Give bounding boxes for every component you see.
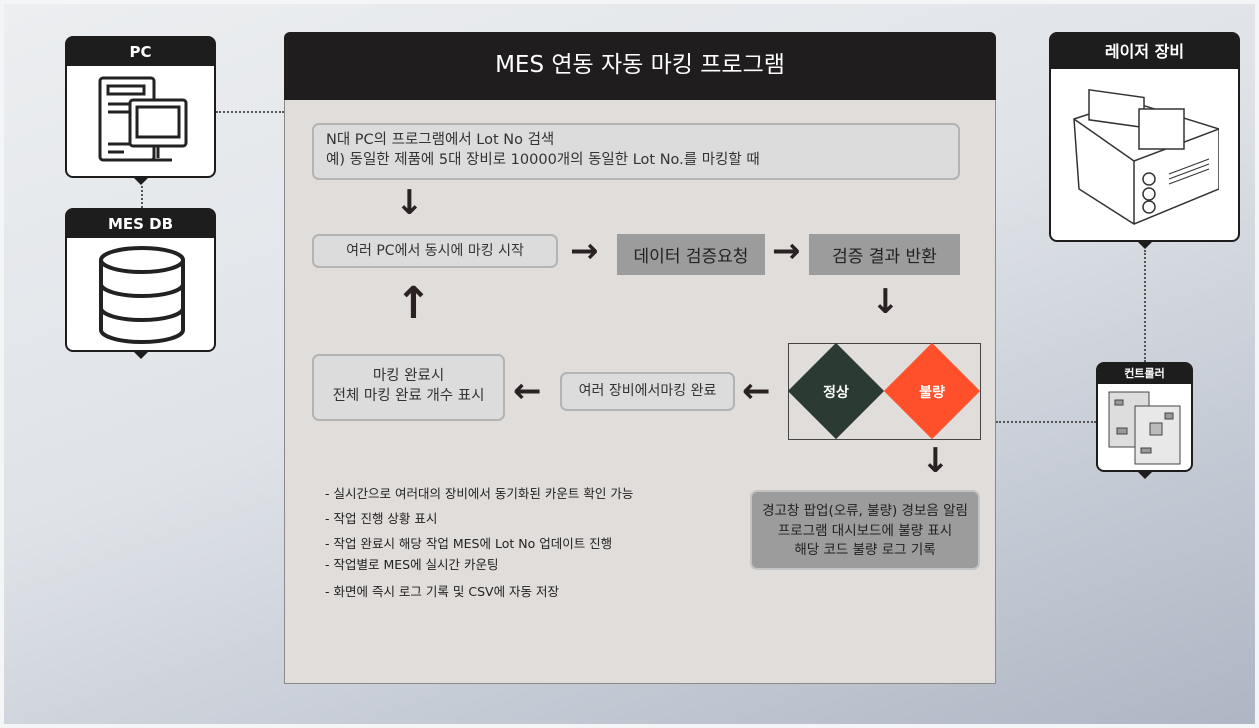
main-title: MES 연동 자동 마킹 프로그램 xyxy=(284,32,996,100)
arrow-up-icon: ↑ xyxy=(395,278,432,329)
warning-line1: 경고창 팝업(오류, 불량) 경보음 알림 xyxy=(762,503,968,519)
feature-notes: - 실시간으로 여러대의 장비에서 동기화된 카운트 확인 가능 - 작업 진행… xyxy=(325,483,633,606)
note-item: - 화면에 즉시 로그 기록 및 CSV에 자동 저장 xyxy=(325,584,560,599)
warning-line2: 프로그램 대시보드에 불량 표시 xyxy=(777,522,953,539)
main-controller-connector xyxy=(996,421,1096,423)
pc-db-connector xyxy=(141,186,143,208)
circuit-board-icon xyxy=(1108,391,1181,465)
arrow-left-icon: ← xyxy=(742,371,771,411)
arrow-left-icon: ← xyxy=(513,371,542,411)
pc-title: PC xyxy=(67,38,214,66)
status-ok-label: 정상 xyxy=(823,385,849,401)
warning-box: 경고창 팝업(오류, 불량) 경보음 알림 프로그램 대시보드에 불량 표시 해… xyxy=(750,490,980,570)
laser-machine-icon xyxy=(1073,88,1219,225)
status-bad-label: 불량 xyxy=(919,385,945,401)
verify-result-box: 검증 결과 반환 xyxy=(809,234,960,275)
controller-card: 컨트롤러 xyxy=(1096,362,1193,479)
note-item: - 실시간으로 여러대의 장비에서 동기화된 카운트 확인 가능 xyxy=(325,486,634,501)
warning-line3: 해당 코드 불량 로그 기록 xyxy=(794,542,936,559)
marking-complete-line2: 전체 마킹 완료 개수 표시 xyxy=(332,387,485,404)
laser-title: 레이저 장비 xyxy=(1051,34,1238,69)
lot-search-line2: 예) 동일한 제품에 5대 장비로 10000개의 동일한 Lot No.를 마… xyxy=(326,151,760,168)
arrow-down-icon: ↓ xyxy=(921,441,950,481)
verify-request-box: 데이터 검증요청 xyxy=(617,234,765,275)
laser-controller-connector xyxy=(1144,250,1146,362)
note-item: - 작업별로 MES에 실시간 카운팅 xyxy=(325,557,499,572)
database-icon xyxy=(99,246,185,344)
lot-search-box: N대 PC의 프로그램에서 Lot No 검색 예) 동일한 제품에 5대 장비… xyxy=(312,123,960,180)
arrow-down-icon: ↓ xyxy=(395,183,424,223)
controller-title: 컨트롤러 xyxy=(1098,364,1191,384)
arrow-right-icon: → xyxy=(772,231,801,271)
mesdb-title: MES DB xyxy=(67,210,214,238)
computer-icon xyxy=(98,76,188,162)
note-item: - 작업 완료시 해당 작업 MES에 Lot No 업데이트 진행 xyxy=(325,536,613,551)
start-marking-box: 여러 PC에서 동시에 마킹 시작 xyxy=(312,234,558,268)
note-item: - 작업 진행 상황 표시 xyxy=(325,511,438,526)
mesdb-card: MES DB xyxy=(65,208,216,359)
pc-main-connector xyxy=(216,111,284,113)
arrow-down-icon: ↓ xyxy=(871,282,900,322)
laser-card: 레이저 장비 xyxy=(1049,32,1240,249)
devices-done-box: 여러 장비에서마킹 완료 xyxy=(560,372,735,411)
marking-complete-box: 마킹 완료시 전체 마킹 완료 개수 표시 xyxy=(312,354,505,421)
marking-complete-line1: 마킹 완료시 xyxy=(372,368,445,384)
arrow-right-icon: → xyxy=(570,231,599,271)
pc-card: PC xyxy=(65,36,216,185)
lot-search-line1: N대 PC의 프로그램에서 Lot No 검색 xyxy=(326,132,555,148)
